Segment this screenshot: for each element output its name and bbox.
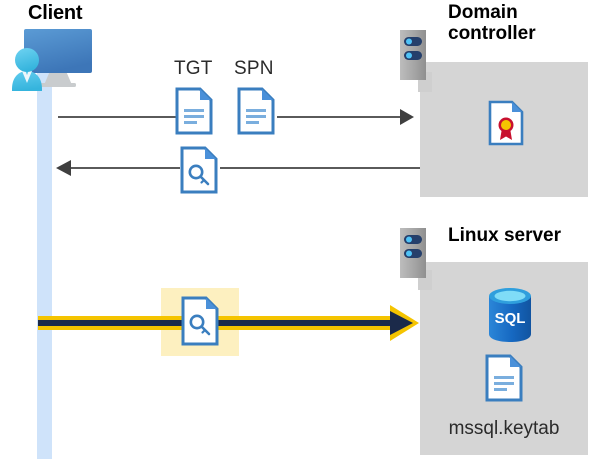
service-ticket-key-document-icon <box>180 146 218 194</box>
client-lifeline <box>37 72 52 459</box>
client-title: Client <box>28 2 83 24</box>
linux-server-rack-icon <box>400 228 432 290</box>
domain-controller-server-rack-icon <box>400 30 432 92</box>
sql-label: SQL <box>495 310 526 327</box>
keytab-filename-label: mssql.keytab <box>448 418 560 439</box>
domain-controller-title: Domain controller <box>448 2 536 45</box>
sql-database-icon: SQL <box>484 286 536 344</box>
certificate-icon <box>488 100 524 146</box>
tgt-document-icon <box>175 87 213 135</box>
request-line-left <box>58 116 176 118</box>
request-line-right <box>277 116 402 118</box>
service-ticket-yellow-arrow <box>38 303 420 343</box>
request-arrowhead <box>400 109 414 125</box>
response-line-left <box>70 167 180 169</box>
presented-service-ticket-key-document-icon <box>181 296 219 346</box>
keytab-document-icon <box>485 354 523 402</box>
tgt-label: TGT <box>174 58 213 79</box>
spn-document-icon <box>237 87 275 135</box>
client-computer-icon <box>6 27 106 102</box>
linux-server-title: Linux server <box>448 225 561 246</box>
response-line-right <box>220 167 420 169</box>
response-arrowhead <box>56 160 71 176</box>
spn-label: SPN <box>234 58 274 79</box>
